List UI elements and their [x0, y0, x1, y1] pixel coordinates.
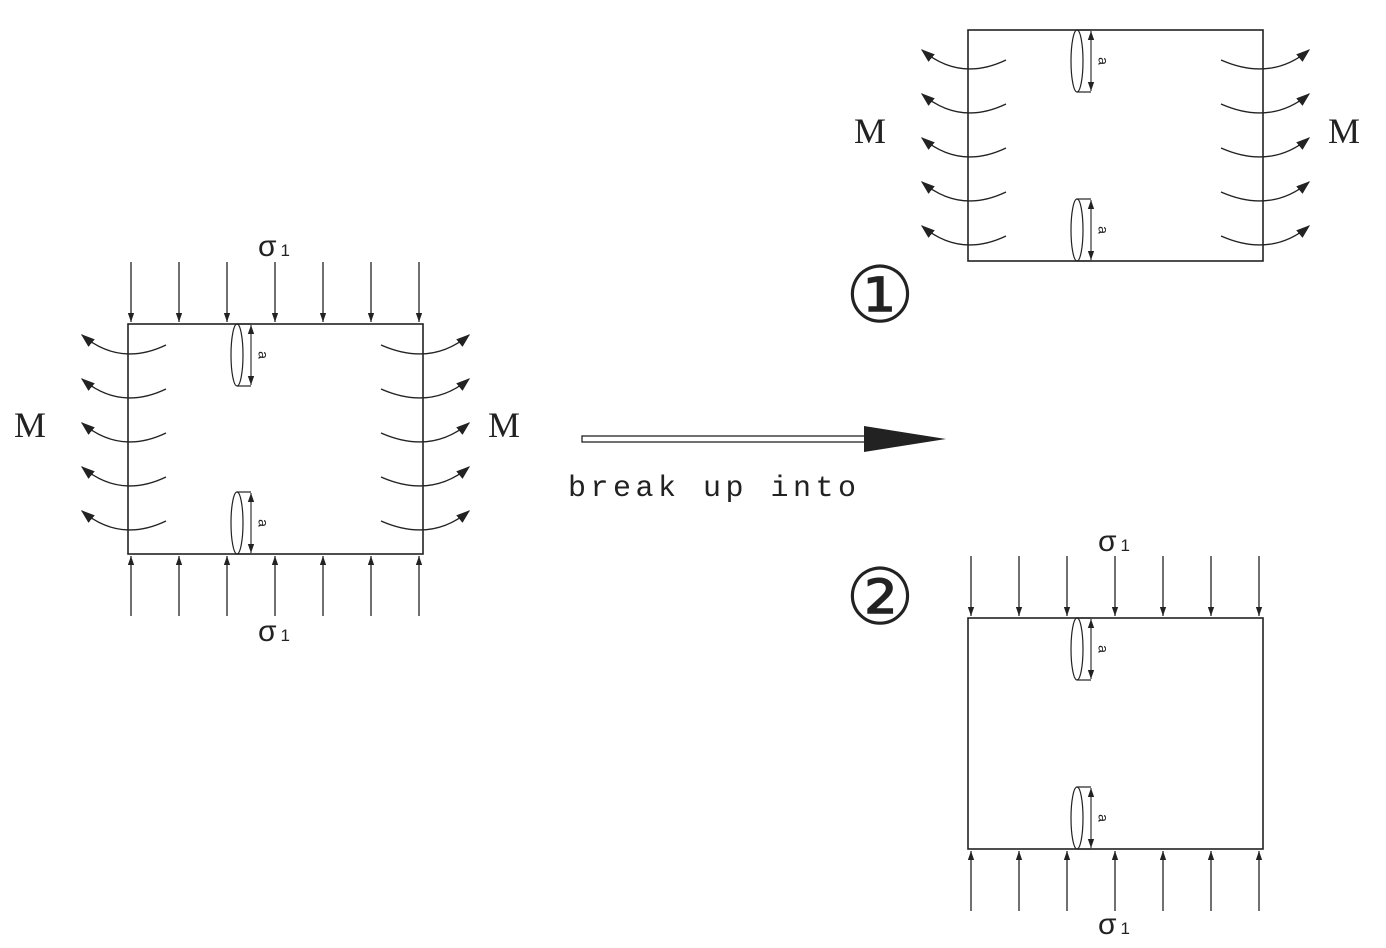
bottom-crack: a	[1070, 786, 1111, 850]
moment-arrow	[920, 93, 1007, 114]
arrow-shaft	[581, 435, 873, 443]
bottom-crack: a	[1070, 198, 1111, 262]
moment-arrow	[1220, 225, 1311, 246]
crack-depth-label: a	[1095, 645, 1111, 653]
bottom-stress-arrows	[127, 556, 423, 616]
moment-arrow	[920, 225, 1007, 246]
top-crack: a	[1070, 29, 1111, 93]
top-stress-arrows	[967, 556, 1263, 616]
moment-arrow	[80, 334, 167, 355]
moment-arrow	[380, 334, 471, 355]
plate-outline	[967, 617, 1264, 850]
top-crack: a	[1070, 617, 1111, 681]
crack-depth-label: a	[1095, 226, 1111, 234]
left-moment-arrows	[920, 49, 1007, 246]
top-stress-arrows	[127, 262, 423, 322]
arrow-head	[864, 426, 946, 452]
moment-arrow	[1220, 137, 1311, 158]
moment-arrow	[1220, 93, 1311, 114]
arrow-caption: break up into	[568, 472, 861, 506]
moment-arrow	[380, 422, 471, 443]
crack-front	[1070, 198, 1084, 262]
crack-front	[230, 491, 244, 555]
moment-arrow	[920, 181, 1007, 202]
case-one-plate: a a M M ①	[845, 29, 1360, 339]
moment-arrow	[1220, 49, 1311, 70]
moment-arrow	[920, 49, 1007, 70]
bottom-stress-arrows	[967, 851, 1263, 911]
left-moment-arrows	[80, 334, 167, 531]
crack-depth-label: a	[1095, 57, 1111, 65]
crack-depth-label: a	[255, 519, 271, 527]
moment-arrow	[380, 378, 471, 399]
moment-label-right: M	[1328, 111, 1360, 151]
top-crack: a	[230, 323, 271, 387]
right-moment-arrows	[380, 334, 471, 531]
crack-depth-label: a	[1095, 814, 1111, 822]
moment-label-left: M	[854, 111, 886, 151]
case-two-number: ②	[845, 554, 915, 641]
moment-arrow	[380, 466, 471, 487]
right-moment-arrows	[1220, 49, 1311, 246]
crack-front	[1070, 29, 1084, 93]
crack-front	[1070, 617, 1084, 681]
bottom-crack: a	[230, 491, 271, 555]
moment-arrow	[80, 378, 167, 399]
moment-arrow	[80, 466, 167, 487]
moment-arrow	[80, 422, 167, 443]
moment-arrow	[380, 510, 471, 531]
crack-front	[1070, 786, 1084, 850]
plate-outline	[127, 323, 424, 555]
crack-front	[230, 323, 244, 387]
moment-arrow	[920, 137, 1007, 158]
crack-depth-label: a	[255, 351, 271, 359]
plate-outline	[967, 29, 1264, 262]
decomposition-arrow: break up into	[568, 426, 946, 506]
moment-arrow	[1220, 181, 1311, 202]
case-one-number: ①	[845, 252, 915, 339]
moment-label-left: M	[14, 405, 46, 445]
moment-label-right: M	[488, 405, 520, 445]
moment-arrow	[80, 510, 167, 531]
